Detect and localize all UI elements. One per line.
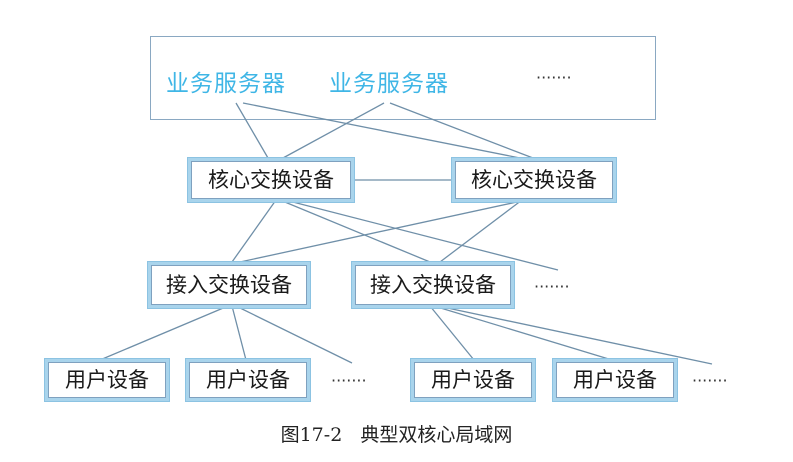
link-access2-user3 bbox=[429, 305, 475, 361]
server-label-1: 业务服务器 bbox=[166, 71, 286, 97]
core-switch-2-label: 核心交换设备 bbox=[471, 167, 597, 192]
link-access1-user2 bbox=[231, 305, 247, 361]
link-core1-access-more bbox=[284, 199, 559, 271]
access-switch-1-label: 接入交换设备 bbox=[166, 272, 292, 297]
figure-caption: 图17-2 典型双核心局域网 bbox=[280, 424, 513, 446]
link-core2-access1 bbox=[239, 199, 527, 263]
core-switch-2: 核心交换设备 bbox=[455, 161, 613, 199]
link-server2-core1 bbox=[282, 102, 385, 159]
access-switch-2: 接入交换设备 bbox=[355, 265, 511, 305]
user-more-dots-2: ······· bbox=[692, 371, 728, 390]
link-server1-core1 bbox=[235, 102, 269, 159]
user-device-1-label: 用户设备 bbox=[65, 367, 149, 392]
user-device-2: 用户设备 bbox=[189, 362, 307, 398]
link-server2-core2 bbox=[389, 102, 534, 159]
user-device-2-label: 用户设备 bbox=[206, 367, 290, 392]
link-access2-user4 bbox=[433, 305, 613, 361]
link-access1-user-more bbox=[235, 305, 353, 364]
access-switch-1: 接入交换设备 bbox=[151, 265, 307, 305]
link-access2-user-more bbox=[437, 305, 713, 365]
link-core1-access1 bbox=[231, 199, 277, 263]
user-device-4: 用户设备 bbox=[556, 362, 674, 398]
user-device-1: 用户设备 bbox=[48, 362, 166, 398]
link-core1-access2 bbox=[279, 199, 431, 263]
user-device-3-label: 用户设备 bbox=[431, 367, 515, 392]
server-more-dots: ······· bbox=[536, 68, 572, 87]
core-switch-1: 核心交换设备 bbox=[191, 161, 351, 199]
user-more-dots-1: ······· bbox=[331, 371, 367, 390]
server-label-2: 业务服务器 bbox=[329, 71, 449, 97]
server-zone bbox=[150, 36, 656, 120]
link-access1-user1 bbox=[99, 305, 229, 361]
access-switch-2-label: 接入交换设备 bbox=[370, 272, 496, 297]
link-core2-access2 bbox=[439, 199, 523, 263]
user-device-4-label: 用户设备 bbox=[573, 367, 657, 392]
link-server1-core2 bbox=[242, 102, 521, 159]
user-device-3: 用户设备 bbox=[414, 362, 532, 398]
access-more-dots: ······· bbox=[534, 277, 570, 296]
core-switch-1-label: 核心交换设备 bbox=[208, 167, 334, 192]
